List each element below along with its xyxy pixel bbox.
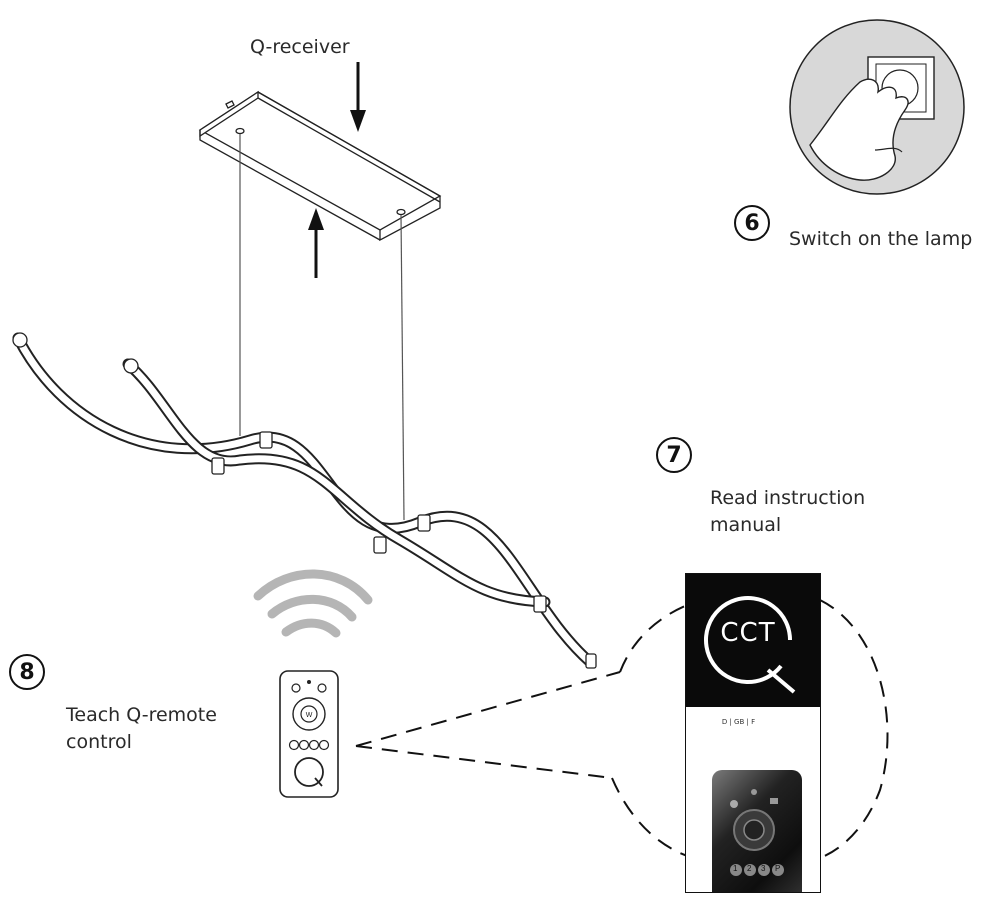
lamp-body: [12, 332, 597, 669]
step-6-badge: 6: [734, 205, 770, 241]
suspension-wire-right: [400, 214, 405, 521]
manual-remote-btn-3: 3: [761, 864, 766, 873]
cct-logo: [704, 596, 796, 694]
insert-arrow-down: [350, 62, 366, 132]
read-manual-label-line1: Read instruction: [710, 487, 866, 509]
insert-arrow-up: [308, 208, 324, 278]
manual-remote-btn-1: 1: [733, 864, 738, 873]
q-receiver-label: Q-receiver: [250, 36, 350, 58]
teach-remote-label-line2: control: [66, 731, 132, 753]
manual-remote-btn-p: P: [775, 864, 781, 873]
cct-logo-text: CCT: [720, 618, 776, 648]
step-8-badge: 8: [9, 654, 45, 690]
step-7-badge: 7: [656, 437, 692, 473]
signal-icon: [253, 569, 373, 638]
canopy-box: [198, 90, 442, 242]
teach-remote-label-line1: Teach Q-remote: [66, 704, 217, 726]
manual-remote-btn-2: 2: [747, 864, 752, 873]
manual-cover-top: CCT: [686, 574, 820, 707]
manual-languages: D | GB | F: [721, 718, 756, 726]
read-manual-label-line2: manual: [710, 514, 782, 536]
remote-center-label: W: [306, 712, 313, 719]
manual-remote-photo: 1 2 3 P: [712, 770, 802, 892]
remote-control: W: [279, 670, 339, 798]
switch-illustration: [789, 19, 965, 195]
instruction-manual: CCT D | GB | F 1 2 3 P: [685, 573, 821, 893]
switch-on-label: Switch on the lamp: [789, 228, 973, 250]
